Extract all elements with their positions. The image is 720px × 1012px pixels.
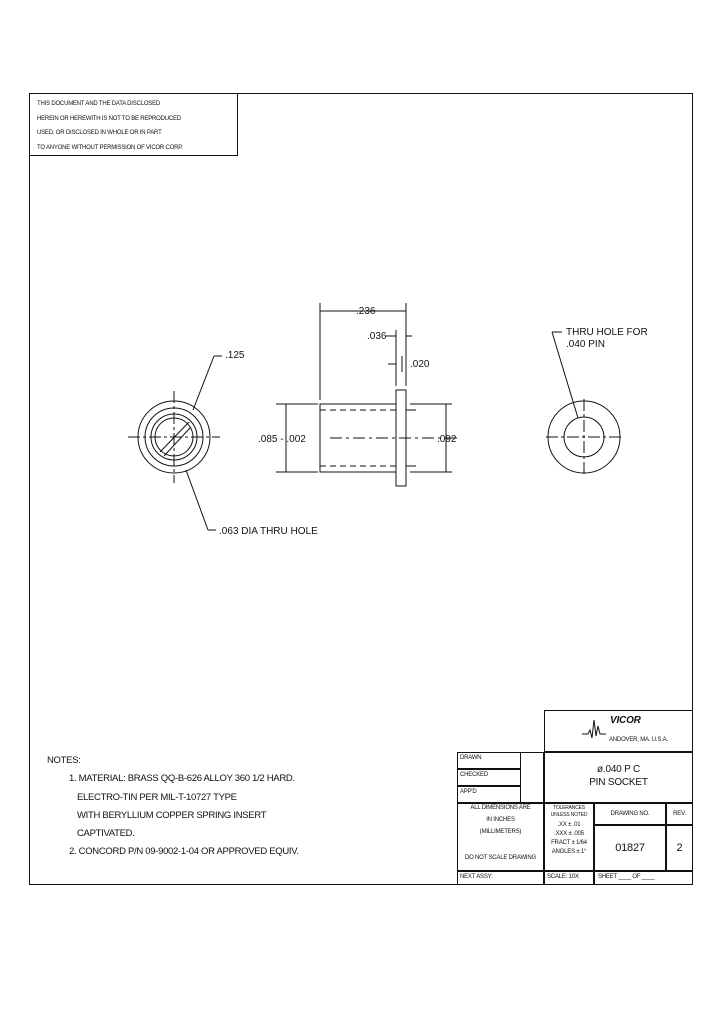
drawing-no-cell bbox=[594, 825, 666, 871]
scale-cell bbox=[544, 871, 594, 885]
note-item: WITH BERYLLIUM COPPER SPRING INSERT bbox=[77, 809, 267, 821]
flange-dia-label: .092 bbox=[437, 434, 457, 445]
appd-cell bbox=[457, 786, 521, 803]
drawing-no: 01827 bbox=[615, 842, 645, 854]
thru-hole-label: .063 DIA THRU HOLE bbox=[219, 526, 318, 537]
note-item: ELECTRO-TIN PER MIL-T-10727 TYPE bbox=[77, 791, 237, 803]
length-label: .236 bbox=[356, 306, 376, 317]
body-dia-label: .085 - .002 bbox=[258, 434, 306, 445]
pin-hole-label-2: .040 PIN bbox=[566, 339, 605, 350]
checked-label: CHECKED bbox=[460, 772, 488, 778]
side-view bbox=[276, 303, 460, 487]
flange-label: .036 bbox=[367, 331, 387, 342]
tol-line-2: UNLESS NOTED bbox=[550, 812, 588, 818]
drawing-no-label-cell bbox=[594, 803, 666, 825]
next-assy-cell bbox=[457, 871, 544, 885]
disclaimer-line: THIS DOCUMENT AND THE DATA DISCLOSED bbox=[37, 101, 161, 107]
drawing-border bbox=[29, 93, 693, 885]
tol-line-5: FRACT ± 1/64 bbox=[551, 840, 587, 846]
tol-line-1: TOLERANCES bbox=[553, 805, 585, 811]
left-end-view bbox=[128, 355, 222, 531]
title-line-2: PIN SOCKET bbox=[589, 777, 648, 788]
drawn-label: DRAWN bbox=[460, 755, 482, 761]
sheet-cell bbox=[594, 871, 693, 885]
rev-cell bbox=[666, 825, 693, 871]
note-item: CAPTIVATED. bbox=[77, 828, 135, 840]
no-scale-label: DO NOT SCALE DRAWING bbox=[464, 855, 536, 861]
drawn-cell bbox=[457, 752, 521, 769]
rev: 2 bbox=[676, 842, 683, 854]
dims-box bbox=[457, 803, 544, 871]
drawing-no-label: DRAWING NO. bbox=[610, 811, 650, 817]
company-location: ANDOVER, MA. U.S.A. bbox=[609, 737, 668, 743]
dims-line-1: ALL DIMENSIONS ARE bbox=[470, 805, 531, 811]
dims-line-2: IN INCHES bbox=[486, 817, 515, 823]
appd-label: APP'D bbox=[460, 789, 477, 795]
gap-label: .020 bbox=[410, 359, 430, 370]
title-box bbox=[544, 752, 693, 803]
tolerance-box bbox=[544, 803, 594, 871]
disclaimer-line: HEREIN OR HEREWITH IS NOT TO BE REPRODUC… bbox=[37, 115, 181, 122]
company-name: VICOR bbox=[610, 715, 641, 726]
tol-line-6: ANGLES ± 1° bbox=[551, 849, 587, 855]
next-assy-label: NEXT ASSY: bbox=[460, 874, 493, 880]
company-box bbox=[544, 710, 693, 752]
rev-label: REV. bbox=[673, 811, 686, 817]
checked-cell bbox=[457, 769, 521, 786]
vicor-logo-icon bbox=[582, 719, 606, 739]
note-item: 2. CONCORD P/N 09-9002-1-04 OR APPROVED … bbox=[69, 846, 299, 858]
disclaimer-line: TO ANYONE WITHOUT PERMISSION OF VICOR CO… bbox=[37, 144, 183, 151]
notes-title: NOTES: bbox=[47, 755, 81, 766]
tol-line-4: .XXX ± .005 bbox=[554, 831, 584, 837]
sheet-label: SHEET ____ OF ____ bbox=[598, 874, 655, 880]
note-item: 1. MATERIAL: BRASS QQ-B-626 ALLOY 360 1/… bbox=[69, 773, 295, 785]
scale-label: SCALE: 10X bbox=[547, 874, 579, 880]
rev-label-cell bbox=[666, 803, 693, 825]
notes: NOTES: 1. MATERIAL: BRASS QQ-B-626 ALLOY… bbox=[47, 752, 299, 862]
outer-dia-label: .125 bbox=[225, 350, 245, 361]
pin-hole-label-1: THRU HOLE FOR bbox=[566, 327, 648, 338]
dims-line-3: (MILLIMETERS) bbox=[479, 829, 522, 835]
disclaimer-box: THIS DOCUMENT AND THE DATA DISCLOSED HER… bbox=[29, 93, 238, 156]
right-end-view bbox=[546, 331, 622, 475]
disclaimer-line: USED, OR DISCLOSED IN WHOLE OR IN PART bbox=[37, 130, 162, 136]
tol-line-3: .XX ± .01 bbox=[557, 822, 581, 828]
title-line-1: ø.040 P C bbox=[596, 764, 641, 775]
